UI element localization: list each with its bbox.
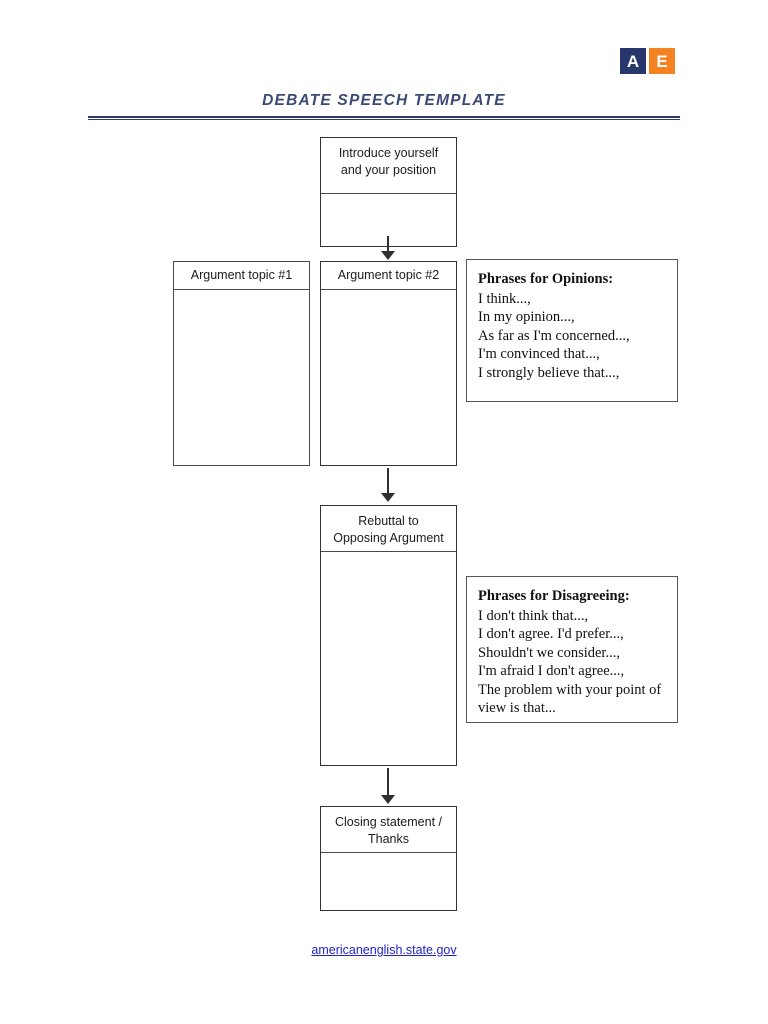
argument-topic-1-writing-area[interactable] bbox=[174, 290, 309, 465]
logo-tile-e: E bbox=[649, 48, 675, 74]
american-english-logo: A E bbox=[620, 48, 675, 74]
arrow-head-down-icon bbox=[381, 251, 395, 260]
arrow-intro-to-argument2 bbox=[381, 236, 395, 261]
footer-website-link-text[interactable]: americanenglish.state.gov bbox=[311, 943, 457, 957]
intro-box[interactable]: Introduce yourself and your position bbox=[320, 137, 457, 247]
argument-topic-2-header: Argument topic #2 bbox=[321, 262, 456, 290]
arrow-head-down-icon bbox=[381, 795, 395, 804]
rebuttal-box-writing-area[interactable] bbox=[321, 552, 456, 765]
closing-statement-header-line2: Thanks bbox=[368, 831, 409, 846]
title-divider bbox=[88, 116, 680, 120]
rebuttal-box-header-line2: Opposing Argument bbox=[333, 530, 444, 545]
phrases-for-disagreeing-line-5: The problem with your point of bbox=[478, 681, 662, 698]
arrow-rebuttal-to-closing bbox=[381, 768, 395, 806]
phrases-for-opinions-line-5: I strongly believe that..., bbox=[478, 364, 620, 381]
phrases-for-disagreeing-line-6: view is that... bbox=[478, 700, 556, 717]
phrases-for-opinions-title: Phrases for Opinions: bbox=[478, 271, 614, 287]
arrow-argument2-to-rebuttal bbox=[381, 468, 395, 504]
page-title: DEBATE SPEECH TEMPLATE bbox=[262, 92, 506, 109]
phrases-for-disagreeing-line-3: Shouldn't we consider..., bbox=[478, 644, 620, 661]
rebuttal-box[interactable]: Rebuttal to Opposing Argument bbox=[320, 505, 457, 766]
title-divider-thin bbox=[88, 119, 680, 120]
phrases-for-disagreeing-line-2: I don't agree. I'd prefer..., bbox=[478, 626, 624, 643]
argument-topic-1-header: Argument topic #1 bbox=[174, 262, 309, 290]
phrases-for-opinions-line-1: I think..., bbox=[478, 290, 531, 307]
footer-website-link[interactable]: americanenglish.state.gov bbox=[0, 943, 768, 957]
phrases-for-opinions-line-2: In my opinion..., bbox=[478, 309, 575, 326]
argument-topic-1-box[interactable]: Argument topic #1 bbox=[173, 261, 310, 466]
arrow-shaft bbox=[387, 468, 389, 494]
argument-topic-2-writing-area[interactable] bbox=[321, 290, 456, 465]
title-divider-thick bbox=[88, 116, 680, 118]
phrases-for-opinions-line-4: I'm convinced that..., bbox=[478, 346, 600, 363]
intro-box-header-line1: Introduce yourself bbox=[338, 146, 439, 160]
arrow-head-down-icon bbox=[381, 493, 395, 502]
phrases-for-disagreeing-box: Phrases for Disagreeing: I don't think t… bbox=[466, 576, 678, 723]
arrow-shaft bbox=[387, 768, 389, 796]
closing-statement-box[interactable]: Closing statement / Thanks bbox=[320, 806, 457, 911]
intro-box-header-line2: and your position bbox=[340, 162, 437, 177]
rebuttal-box-header: Rebuttal to Opposing Argument bbox=[321, 506, 456, 552]
phrases-for-disagreeing-title: Phrases for Disagreeing: bbox=[478, 588, 630, 604]
phrases-for-opinions-line-3: As far as I'm concerned..., bbox=[478, 327, 630, 344]
arrow-shaft bbox=[387, 236, 389, 252]
closing-statement-header: Closing statement / Thanks bbox=[321, 807, 456, 853]
rebuttal-box-header-line1: Rebuttal to bbox=[358, 514, 419, 528]
logo-tile-a: A bbox=[620, 48, 646, 74]
closing-statement-writing-area[interactable] bbox=[321, 853, 456, 910]
argument-topic-2-box[interactable]: Argument topic #2 bbox=[320, 261, 457, 466]
phrases-for-disagreeing-line-4: I'm afraid I don't agree..., bbox=[478, 663, 625, 680]
intro-box-header: Introduce yourself and your position bbox=[321, 138, 456, 194]
phrases-for-opinions-box: Phrases for Opinions: I think..., In my … bbox=[466, 259, 678, 402]
phrases-for-disagreeing-line-1: I don't think that..., bbox=[478, 607, 589, 624]
closing-statement-header-line1: Closing statement / bbox=[335, 815, 442, 829]
